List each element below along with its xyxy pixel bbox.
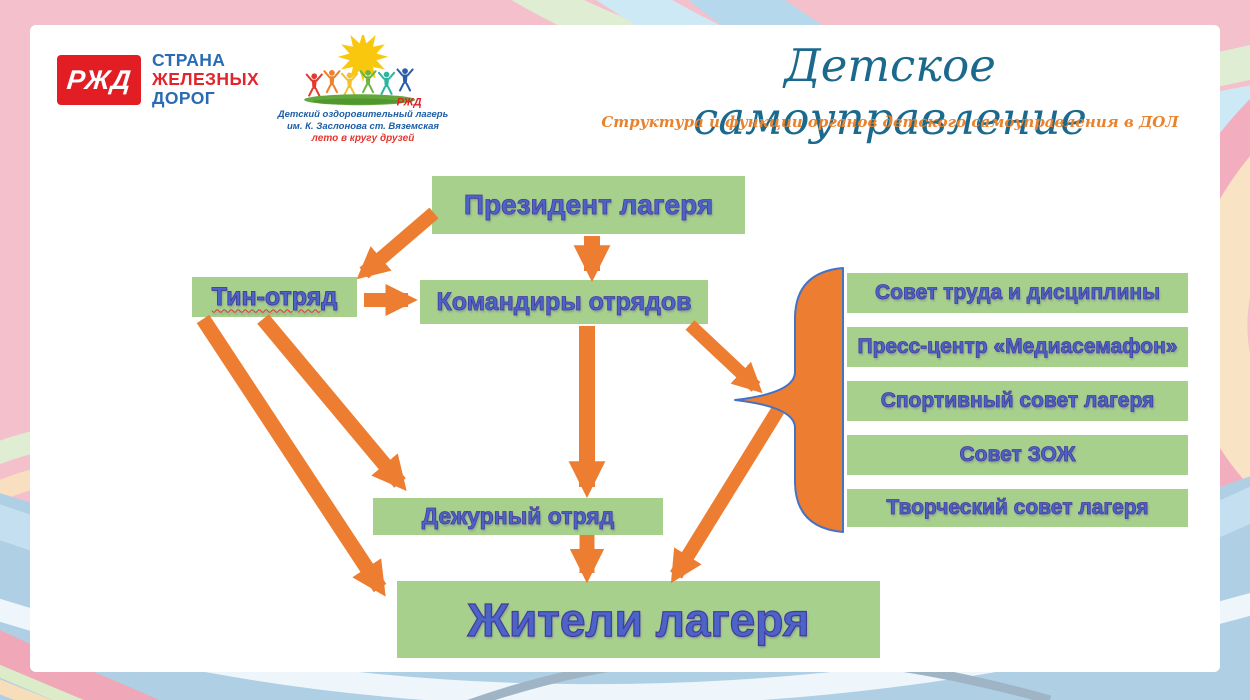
node-dezhurny: Дежурный отряд xyxy=(373,498,663,535)
sun-with-children-icon: РЖД xyxy=(304,35,422,109)
node-council-tvorch: Творческий совет лагеря xyxy=(847,489,1188,527)
node-zhiteli: Жители лагеря xyxy=(397,581,880,658)
brand-line-3: ДОРОГ xyxy=(152,88,216,108)
node-council-truda: Совет труда и дисциплины xyxy=(847,273,1188,313)
node-tin-otryad: Тин-отряд xyxy=(192,277,357,317)
node-council-press: Пресс-центр «Медиасемафон» xyxy=(847,327,1188,367)
camp-motto: лето в кругу друзей xyxy=(311,133,415,144)
node-komandiry: Командиры отрядов xyxy=(420,280,708,324)
node-council-sport: Спортивный совет лагеря xyxy=(847,381,1188,421)
brand-line-2: ЖЕЛЕЗНЫХ xyxy=(152,69,260,89)
page-title: Детское самоуправление xyxy=(693,39,1087,145)
rzd-logo-icon: РЖД xyxy=(57,55,141,105)
arrow-brace-to-zhiteli xyxy=(670,406,784,584)
camp-name-line-2: им. К. Заслонова ст. Вяземская xyxy=(286,120,440,132)
arrow-tin-to-zhiteli xyxy=(196,314,387,597)
node-president: Президент лагеря xyxy=(432,176,745,234)
camp-name-line-1: Детский оздоровительный лагерь xyxy=(277,109,449,120)
arrow-komandiry-to-brace xyxy=(685,320,763,394)
arrow-tin-to-dezhurny xyxy=(257,314,407,491)
rzd-logo-text: РЖД xyxy=(65,64,133,95)
slide: РЖД СТРАНА ЖЕЛЕЗНЫХ ДОРОГ РЖД xyxy=(30,25,1220,672)
arrow-president-to-tin xyxy=(356,207,439,280)
camp-logo: РЖД Детский оздоровительный лагерь им. К… xyxy=(268,35,458,145)
brand-line-1: СТРАНА xyxy=(152,50,226,70)
brace xyxy=(734,267,844,533)
page-subtitle: Структура и функции органов детского сам… xyxy=(601,113,1179,131)
brand-text: СТРАНА ЖЕЛЕЗНЫХ ДОРОГ xyxy=(152,51,259,108)
node-tin-otryad-label: Тин-отряд xyxy=(211,282,338,311)
node-council-zozh: Совет ЗОЖ xyxy=(847,435,1188,475)
camp-logo-rzd-text: РЖД xyxy=(397,97,422,109)
